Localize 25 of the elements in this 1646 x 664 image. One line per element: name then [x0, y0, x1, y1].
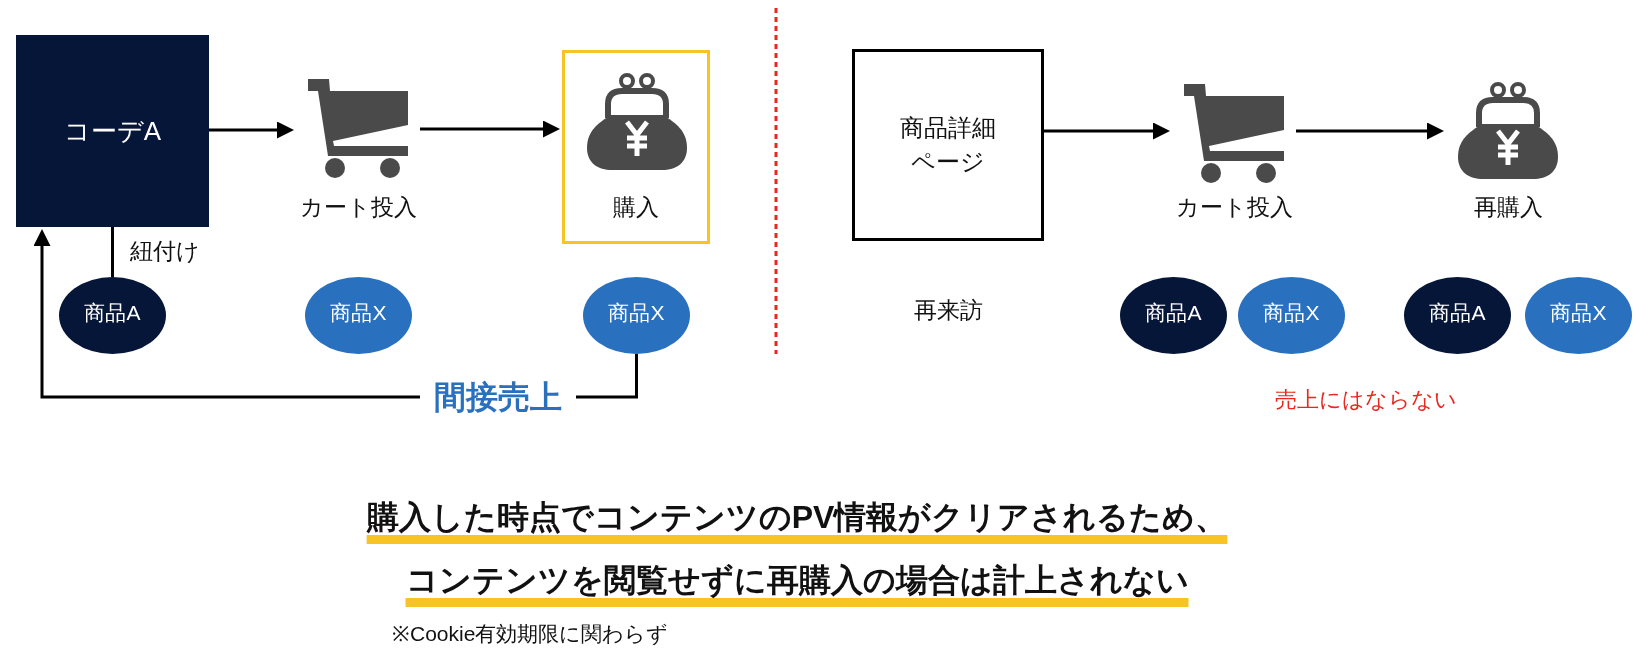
step-caption: カート投入	[1175, 194, 1293, 220]
arrow	[1044, 122, 1170, 140]
step-caption: 再購入	[1473, 194, 1543, 220]
product-ellipse: 商品X	[583, 277, 690, 354]
arrow	[420, 120, 560, 138]
step-caption: カート投入	[299, 194, 417, 220]
product-ellipse: 商品X	[305, 277, 412, 354]
edge-label: 紐付け	[129, 238, 200, 266]
product-ellipse: 商品A	[1120, 277, 1227, 354]
highlight-box	[562, 50, 710, 244]
coin-purse-icon	[586, 71, 688, 171]
process-box: コーデA	[16, 35, 209, 227]
connector-line	[111, 227, 114, 277]
note-text: 売上にはならない	[1275, 386, 1457, 414]
step-caption: 再来訪	[913, 297, 983, 323]
arrow	[1296, 122, 1444, 140]
footnote-text: ※Cookie有効期限に関わらず	[392, 621, 669, 647]
product-ellipse: 商品A	[1404, 277, 1511, 354]
product-ellipse: 商品X	[1238, 277, 1345, 354]
product-ellipse: 商品A	[59, 277, 166, 354]
box-label: 商品詳細ページ	[899, 113, 997, 177]
box-label: 購入	[613, 194, 659, 220]
product-ellipse: 商品X	[1525, 277, 1632, 354]
conclusion-text: 購入した時点でコンテンツのPV情報がクリアされるため、コンテンツを閲覧せずに再購入の場合は計上されない	[365, 498, 1229, 600]
arrow	[209, 121, 294, 139]
